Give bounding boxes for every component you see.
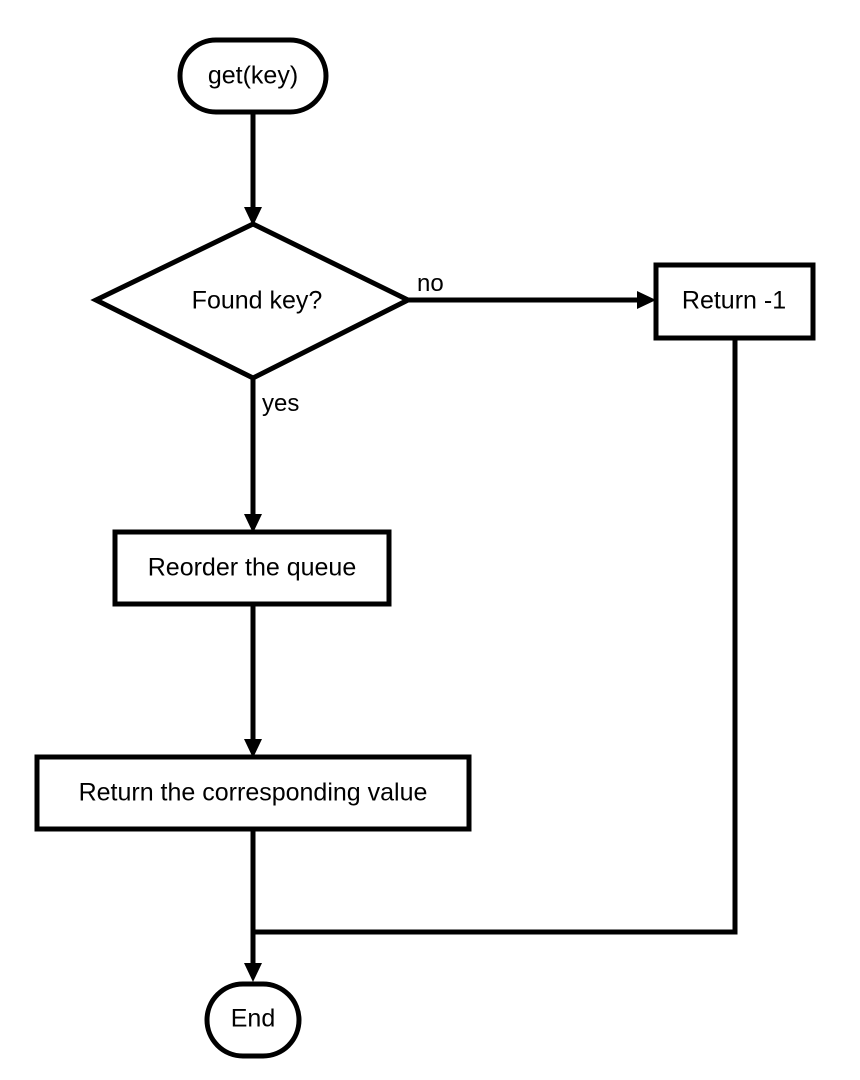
end-label: End xyxy=(231,1005,275,1033)
end-terminator xyxy=(204,981,302,1059)
arrowhead-return-value-to-end xyxy=(244,963,262,982)
reorder-process xyxy=(112,529,392,607)
return-value-label: Return the corresponding value xyxy=(79,779,428,807)
decision-label: Found key? xyxy=(192,287,323,315)
arrowhead-decision-to-return-neg xyxy=(637,291,656,309)
return-neg-process xyxy=(653,262,816,341)
edge-label-no: no xyxy=(417,270,444,297)
edge-return-neg-to-end xyxy=(253,338,738,935)
edge-label-yes: yes xyxy=(262,390,299,417)
found-key-decision xyxy=(90,221,414,381)
return-neg-label: Return -1 xyxy=(682,287,786,315)
start-label: get(key) xyxy=(208,62,298,90)
reorder-label: Reorder the queue xyxy=(148,554,356,582)
start-terminator xyxy=(177,37,329,115)
return-value-process xyxy=(34,754,472,832)
arrowhead-decision-to-reorder xyxy=(244,514,262,533)
arrowhead-start-to-decision xyxy=(244,207,262,226)
arrowhead-reorder-to-return-value xyxy=(244,739,262,758)
